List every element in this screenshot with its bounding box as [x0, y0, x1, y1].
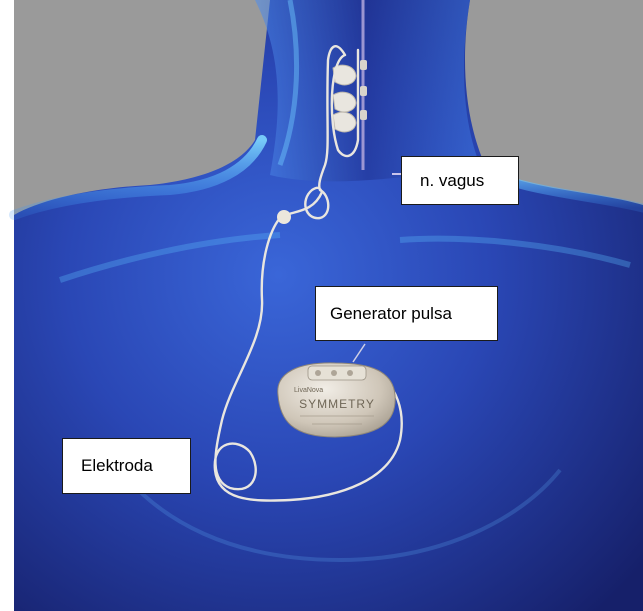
- pulse-generator: LivaNova SYMMETRY: [278, 363, 395, 437]
- device-brand-small: LivaNova: [294, 387, 323, 394]
- cuff-electrodes: [333, 65, 356, 132]
- anchor-tether: [277, 210, 291, 224]
- neck-shading: [255, 0, 480, 181]
- left-margin: [0, 0, 14, 611]
- label-pulse-generator: Generator pulsa: [315, 286, 498, 341]
- nerve-anchors: [360, 60, 367, 120]
- device-brand: SYMMETRY: [299, 397, 375, 411]
- label-vagus-nerve: n. vagus: [401, 156, 519, 205]
- label-electrode: Elektroda: [62, 438, 191, 494]
